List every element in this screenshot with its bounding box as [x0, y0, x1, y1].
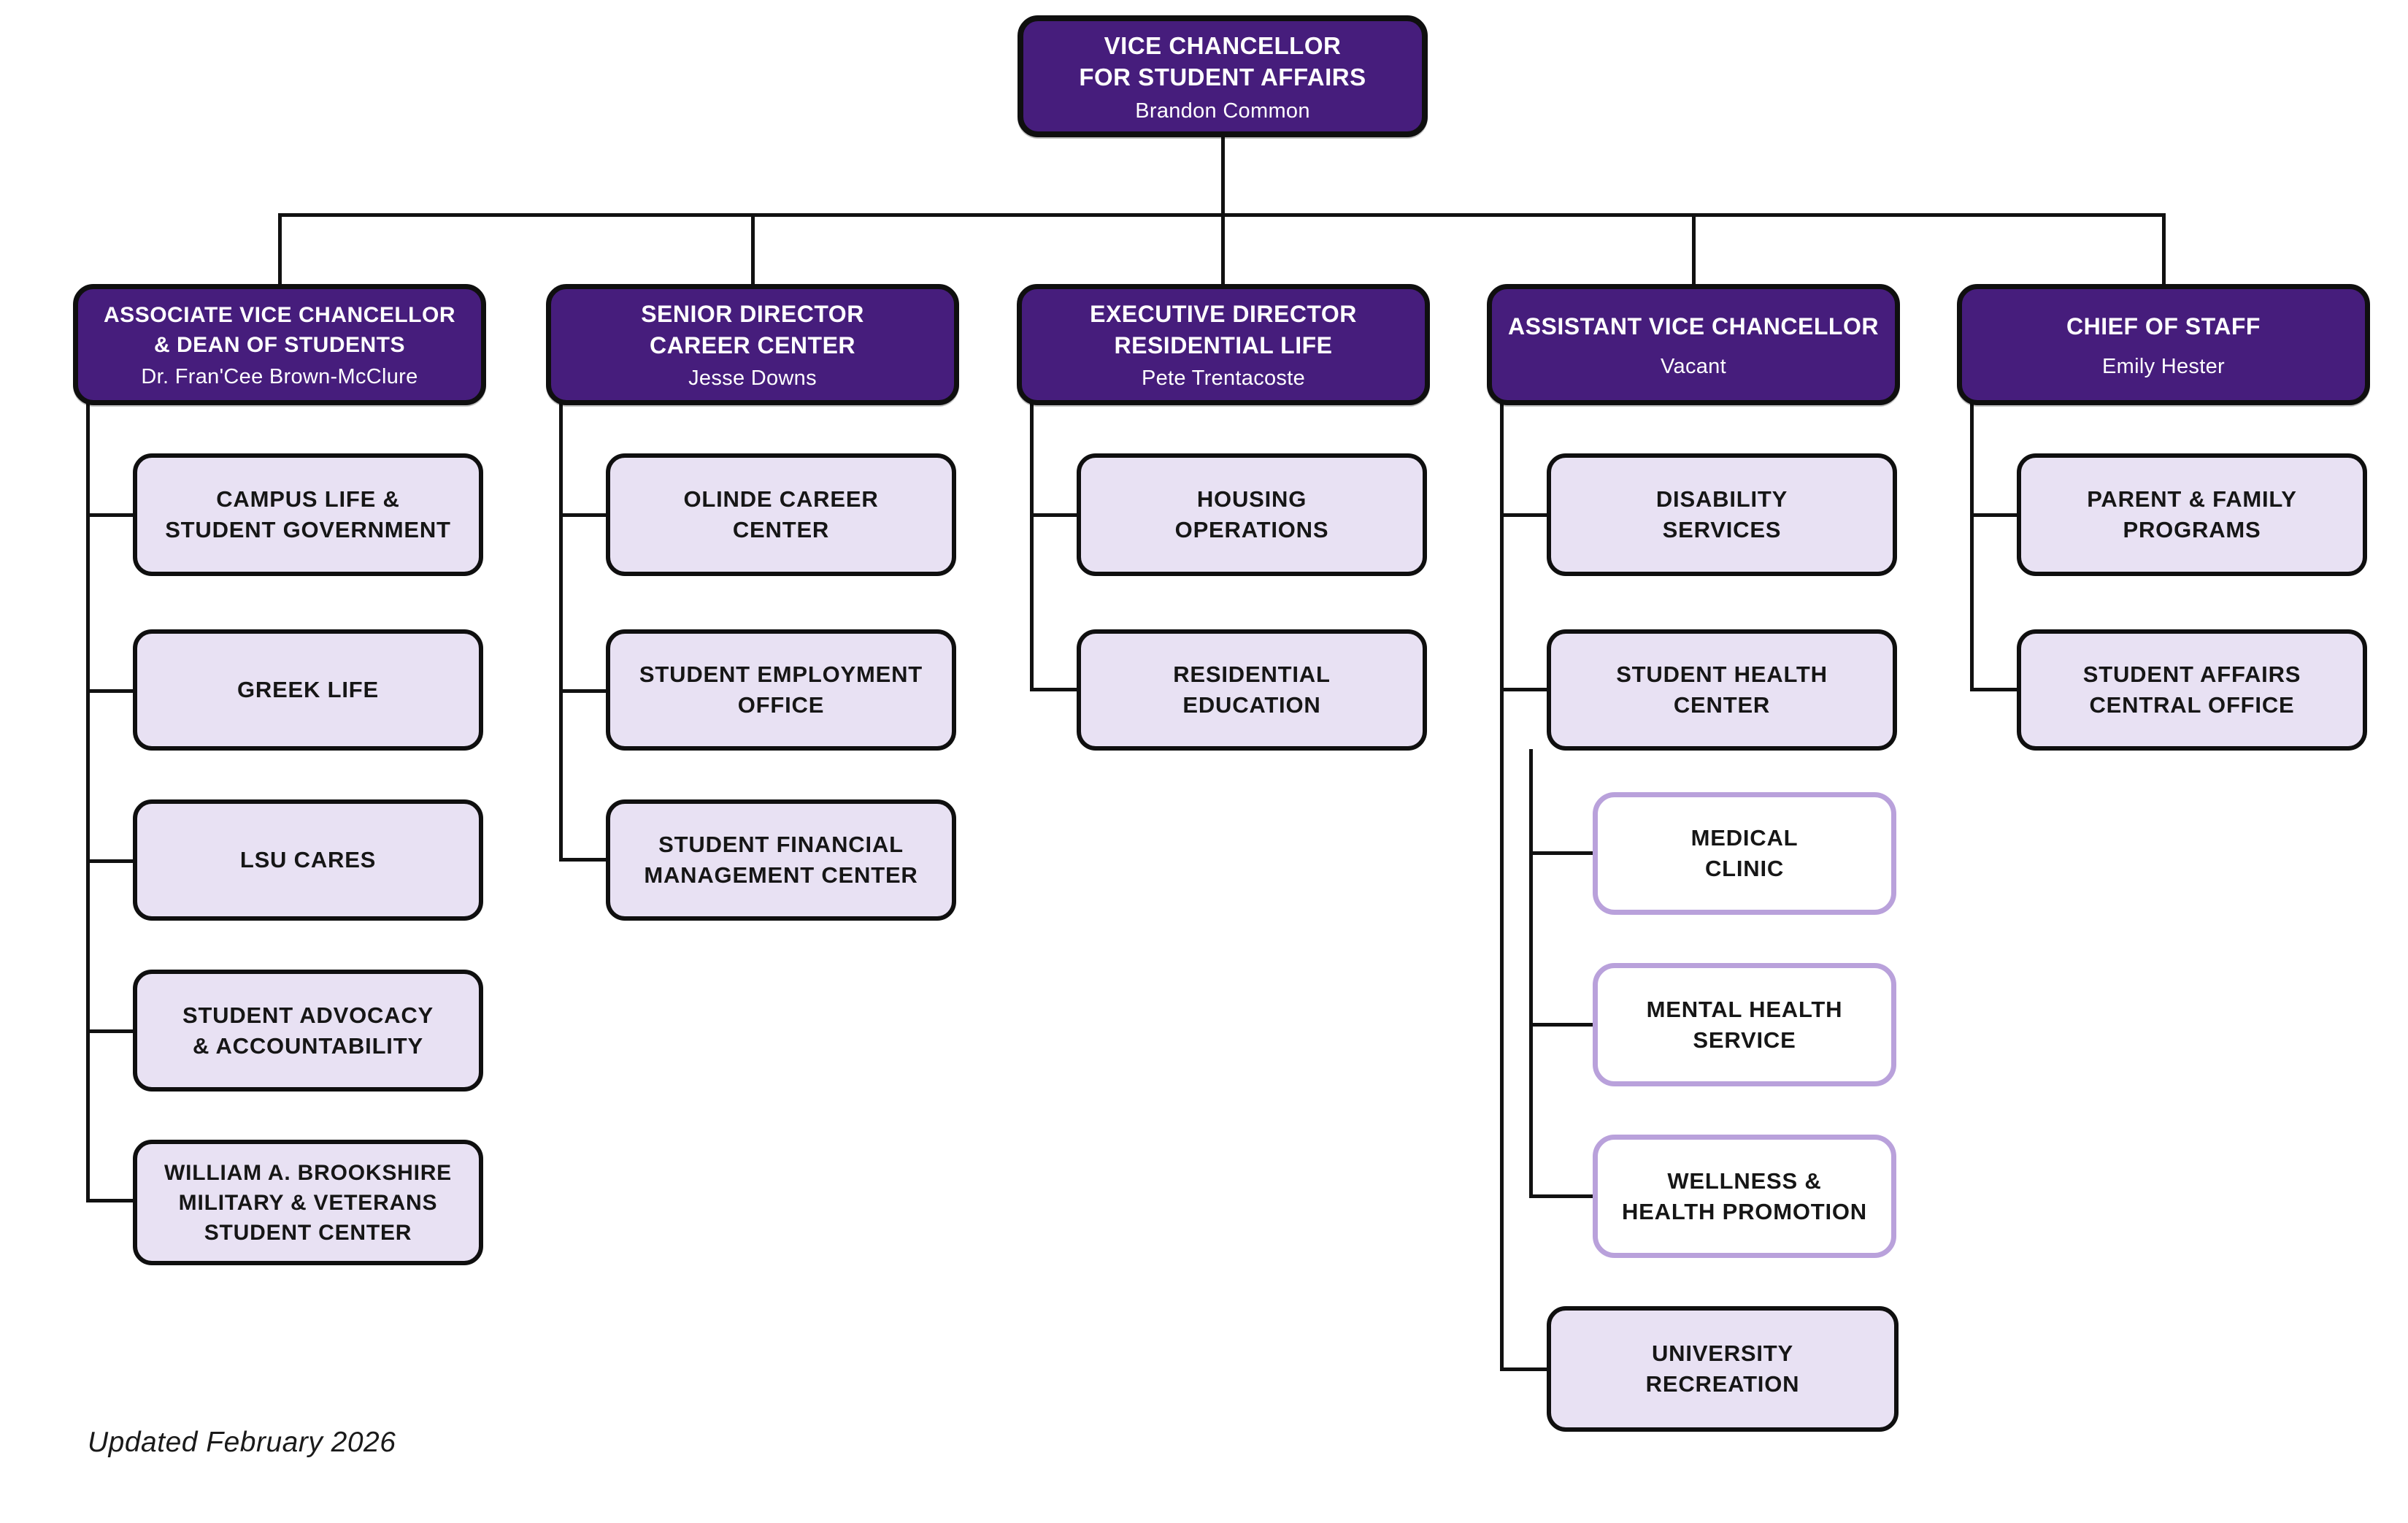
- org-box-student-financial-mgmt: STUDENT FINANCIAL MANAGEMENT CENTER: [606, 799, 956, 921]
- org-box-student-affairs-central-office: STUDENT AFFAIRS CENTRAL OFFICE: [2017, 629, 2367, 751]
- connector-line: [1970, 513, 2018, 517]
- connector-line: [1500, 688, 1548, 691]
- connector-line: [1221, 137, 1225, 215]
- connector-line: [559, 689, 607, 693]
- org-box-career-center-director: SENIOR DIRECTOR CAREER CENTER Jesse Down…: [546, 284, 959, 405]
- connector-line: [1030, 513, 1078, 517]
- connector-line: [86, 689, 134, 693]
- org-box-label: STUDENT AFFAIRS CENTRAL OFFICE: [2082, 661, 2301, 718]
- connector-line: [1529, 749, 1533, 1198]
- org-box-label: MEDICAL CLINIC: [1690, 825, 1799, 881]
- connector-line: [1500, 1367, 1548, 1371]
- connector-line: [86, 1029, 134, 1033]
- org-box-military-veterans-center: WILLIAM A. BROOKSHIRE MILITARY & VETERAN…: [133, 1140, 483, 1265]
- org-box-disability-services: DISABILITY SERVICES: [1547, 453, 1897, 576]
- connector-line: [1500, 513, 1548, 517]
- org-box-label: WILLIAM A. BROOKSHIRE MILITARY & VETERAN…: [164, 1160, 452, 1245]
- org-box-greek-life: GREEK LIFE: [133, 629, 483, 751]
- connector-line: [1970, 688, 2018, 691]
- org-box-student-health-center: STUDENT HEALTH CENTER: [1547, 629, 1897, 751]
- connector-line: [1221, 213, 1225, 285]
- connector-line: [1529, 851, 1594, 855]
- updated-note: Updated February 2026: [88, 1427, 396, 1458]
- connector-line: [1500, 404, 1504, 1371]
- org-box-assistant-vice-chancellor: ASSISTANT VICE CHANCELLOR Vacant: [1487, 284, 1900, 405]
- org-box-label: STUDENT EMPLOYMENT OFFICE: [639, 661, 923, 718]
- org-box-label: GREEK LIFE: [236, 677, 379, 702]
- connector-line: [751, 213, 755, 285]
- org-box-label: STUDENT FINANCIAL MANAGEMENT CENTER: [644, 832, 918, 888]
- org-box-campus-life: CAMPUS LIFE & STUDENT GOVERNMENT: [133, 453, 483, 576]
- org-box-student-advocacy: STUDENT ADVOCACY & ACCOUNTABILITY: [133, 970, 483, 1092]
- org-box-residential-life-director: EXECUTIVE DIRECTOR RESIDENTIAL LIFE Pete…: [1017, 284, 1430, 405]
- org-box-lsu-cares: LSU CARES: [133, 799, 483, 921]
- org-box-title: EXECUTIVE DIRECTOR RESIDENTIAL LIFE: [1090, 301, 1357, 358]
- connector-line: [1529, 1023, 1594, 1027]
- org-box-label: RESIDENTIAL EDUCATION: [1173, 661, 1331, 718]
- org-box-name: Brandon Common: [1135, 99, 1310, 123]
- connector-line: [559, 404, 563, 862]
- org-box-olinde-career-center: OLINDE CAREER CENTER: [606, 453, 956, 576]
- org-box-housing-operations: HOUSING OPERATIONS: [1077, 453, 1427, 576]
- org-box-label: STUDENT HEALTH CENTER: [1616, 661, 1828, 718]
- connector-line: [86, 513, 134, 517]
- org-box-title: VICE CHANCELLOR FOR STUDENT AFFAIRS: [1079, 31, 1366, 91]
- org-box-vice-chancellor: VICE CHANCELLOR FOR STUDENT AFFAIRS Bran…: [1018, 15, 1428, 137]
- org-box-student-employment-office: STUDENT EMPLOYMENT OFFICE: [606, 629, 956, 751]
- org-box-parent-family-programs: PARENT & FAMILY PROGRAMS: [2017, 453, 2367, 576]
- connector-line: [278, 213, 282, 285]
- connector-line: [559, 513, 607, 517]
- org-box-label: HOUSING OPERATIONS: [1174, 486, 1329, 542]
- org-box-title: SENIOR DIRECTOR CAREER CENTER: [641, 301, 864, 358]
- connector-line: [86, 859, 134, 863]
- org-box-mental-health-service: MENTAL HEALTH SERVICE: [1593, 963, 1896, 1086]
- org-box-name: Pete Trentacoste: [1141, 367, 1306, 390]
- connector-line: [2162, 213, 2166, 285]
- org-box-name: Jesse Downs: [688, 367, 817, 390]
- connector-line: [1529, 1194, 1594, 1198]
- connector-line: [559, 858, 607, 862]
- connector-line: [86, 1199, 134, 1202]
- org-box-label: STUDENT ADVOCACY & ACCOUNTABILITY: [182, 1002, 434, 1059]
- connector-line: [86, 404, 90, 1202]
- org-box-name: Vacant: [1661, 354, 1726, 378]
- org-box-dean-of-students: ASSOCIATE VICE CHANCELLOR & DEAN OF STUD…: [73, 284, 486, 405]
- org-box-name: Dr. Fran'Cee Brown-McClure: [141, 365, 418, 388]
- org-box-label: LSU CARES: [239, 847, 377, 872]
- org-box-residential-education: RESIDENTIAL EDUCATION: [1077, 629, 1427, 751]
- org-box-wellness-health-promotion: WELLNESS & HEALTH PROMOTION: [1593, 1135, 1896, 1258]
- org-box-title: ASSISTANT VICE CHANCELLOR: [1508, 312, 1879, 339]
- org-box-label: WELLNESS & HEALTH PROMOTION: [1622, 1167, 1867, 1224]
- org-box-university-recreation: UNIVERSITY RECREATION: [1547, 1306, 1899, 1432]
- org-box-title: CHIEF OF STAFF: [2066, 312, 2261, 339]
- org-box-name: Emily Hester: [2102, 354, 2225, 378]
- org-box-title: ASSOCIATE VICE CHANCELLOR & DEAN OF STUD…: [104, 303, 455, 357]
- org-box-label: MENTAL HEALTH SERVICE: [1646, 996, 1843, 1053]
- org-box-label: UNIVERSITY RECREATION: [1645, 1340, 1800, 1397]
- connector-line: [1692, 213, 1696, 285]
- connector-line: [1030, 404, 1034, 691]
- org-box-label: DISABILITY SERVICES: [1655, 486, 1788, 542]
- connector-line: [1030, 688, 1078, 691]
- org-box-chief-of-staff: CHIEF OF STAFF Emily Hester: [1957, 284, 2370, 405]
- org-box-label: OLINDE CAREER CENTER: [683, 486, 879, 542]
- connector-line: [1970, 404, 1974, 691]
- org-box-label: PARENT & FAMILY PROGRAMS: [2087, 486, 2297, 542]
- org-box-label: CAMPUS LIFE & STUDENT GOVERNMENT: [165, 486, 451, 542]
- org-box-medical-clinic: MEDICAL CLINIC: [1593, 792, 1896, 915]
